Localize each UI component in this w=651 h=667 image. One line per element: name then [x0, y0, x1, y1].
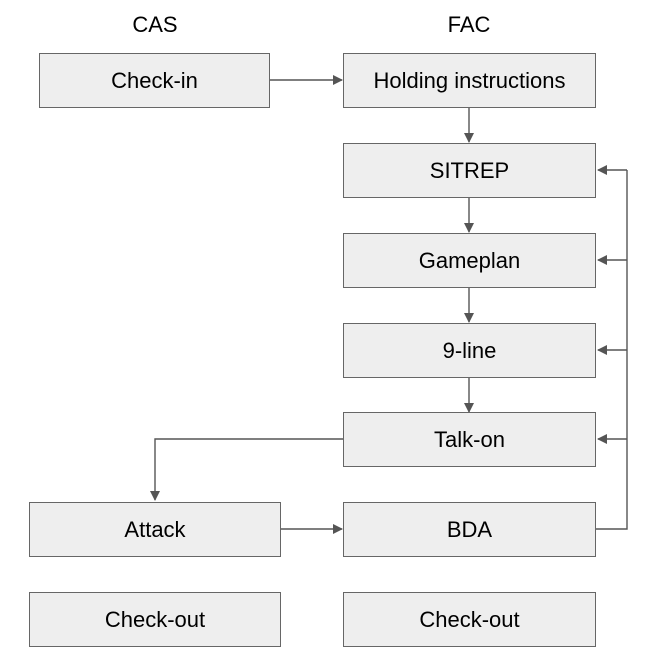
node-talk-on: Talk-on	[343, 412, 596, 467]
node-bda-label: BDA	[446, 516, 493, 542]
node-gameplan-label: Gameplan	[418, 247, 521, 273]
node-gameplan: Gameplan	[343, 233, 596, 288]
node-holding-instructions-label: Holding instructions	[373, 67, 566, 93]
node-holding-instructions: Holding instructions	[343, 53, 596, 108]
feedback-line-bda	[596, 170, 628, 530]
column-title-cas: CAS	[132, 12, 178, 37]
node-nine-line-label: 9-line	[442, 337, 497, 363]
node-cas-check-out-label: Check-out	[104, 606, 206, 632]
node-fac-check-out: Check-out	[343, 592, 596, 647]
node-sitrep-label: SITREP	[429, 157, 510, 183]
node-cas-check-out: Check-out	[29, 592, 281, 647]
node-attack-label: Attack	[124, 516, 186, 542]
node-talk-on-label: Talk-on	[434, 426, 505, 452]
arrow-talk-on-to-attack	[150, 438, 344, 501]
node-fac-check-out-label: Check-out	[419, 606, 520, 632]
node-sitrep: SITREP	[343, 143, 596, 198]
node-nine-line: 9-line	[343, 323, 596, 378]
node-bda: BDA	[343, 502, 596, 557]
node-check-in-label: Check-in	[111, 67, 198, 93]
node-check-in: Check-in	[39, 53, 270, 108]
node-attack: Attack	[29, 502, 281, 557]
column-title-fac: FAC	[447, 12, 491, 37]
